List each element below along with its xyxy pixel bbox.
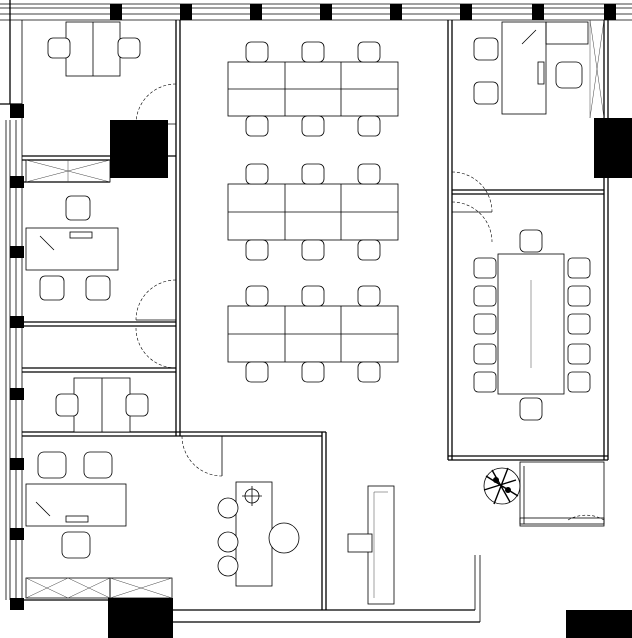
workstation-cluster-3: [227, 285, 399, 383]
storage-cabinets: [25, 159, 173, 599]
workstation-cluster-2: [227, 163, 399, 261]
office-left-2: [25, 195, 119, 301]
meeting-left: [55, 377, 149, 433]
exterior-walls: [0, 0, 632, 623]
structural-columns: [10, 4, 632, 638]
workstation-cluster-1: [227, 41, 399, 137]
pantry: [217, 481, 300, 587]
plant-icon: [483, 467, 521, 505]
office-top-right: [473, 21, 589, 115]
reception: [347, 485, 395, 605]
office-top-left: [47, 21, 141, 77]
doors: [135, 83, 605, 521]
office-bottom-left: [25, 451, 127, 559]
conference-room: [473, 229, 591, 421]
open-office: [227, 41, 399, 383]
